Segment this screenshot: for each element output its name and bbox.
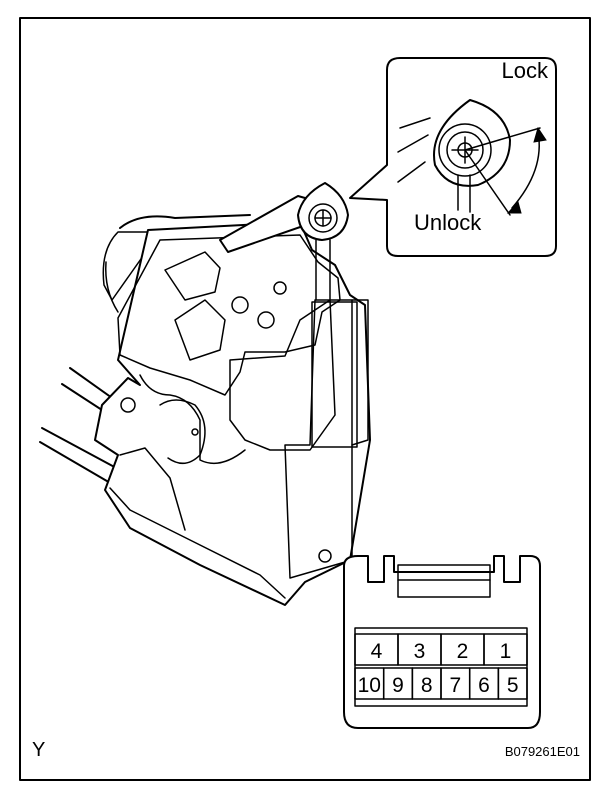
unlock-label: Unlock xyxy=(414,210,482,235)
pin-number: 5 xyxy=(507,674,519,697)
connector-housing xyxy=(343,555,541,729)
outer-border xyxy=(19,17,591,781)
figure-code: B079261E01 xyxy=(505,744,580,759)
connector-latch xyxy=(397,564,491,598)
pin-number: 1 xyxy=(500,640,512,663)
corner-letter: Y xyxy=(32,739,45,761)
door-lock-actuator xyxy=(39,182,371,606)
enlarged-knob-detail xyxy=(397,99,547,216)
lock-label: Lock xyxy=(502,58,549,83)
pin-bottom-row-cell xyxy=(497,667,528,700)
pin-number: 7 xyxy=(449,674,461,697)
pin-number: 6 xyxy=(478,674,490,697)
pin-number: 10 xyxy=(358,674,381,697)
pin-number: 4 xyxy=(371,640,383,663)
pin-number: 9 xyxy=(392,674,404,697)
pin-top-row-cell xyxy=(483,633,528,666)
pin-number: 2 xyxy=(457,640,469,663)
pin-number: 8 xyxy=(421,674,433,697)
connector-pin-face xyxy=(354,627,528,707)
lock-unlock-callout: Lock Unlock xyxy=(349,57,557,257)
pin-number: 3 xyxy=(414,640,426,663)
